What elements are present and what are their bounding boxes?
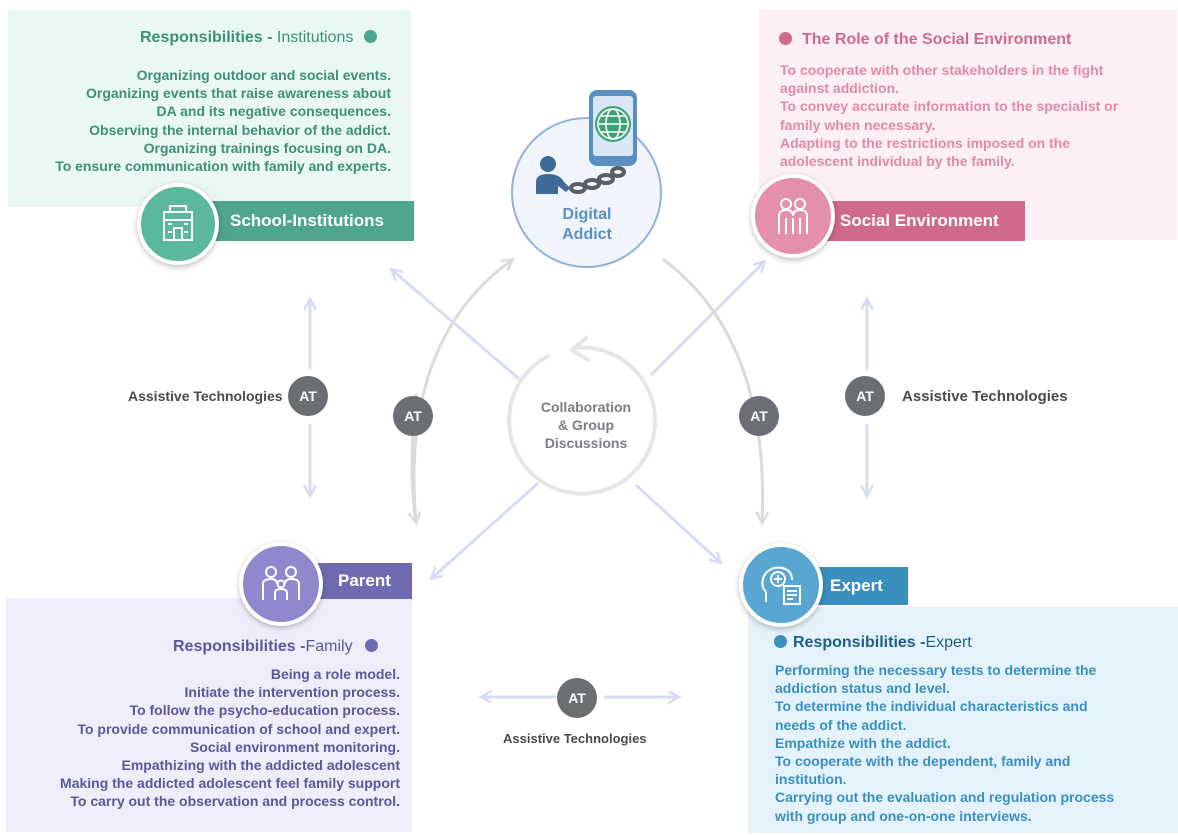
social-role-list: To cooperate with other stakeholders in …: [780, 61, 1118, 170]
list-item: To follow the psycho-education process.: [129, 702, 400, 719]
globe-icon: [595, 106, 631, 142]
family-responsibility-list: Being a role model. Initiate the interve…: [60, 665, 400, 811]
school-institutions-label-text: School-Institutions: [230, 211, 384, 230]
family-heading-light: Family: [305, 638, 353, 655]
family-responsibilities-heading: Responsibilities -Family: [173, 638, 379, 656]
at-badge-right: AT: [845, 376, 885, 416]
list-item: Performing the necessary tests to determ…: [775, 662, 1097, 678]
list-item: To provide communication of school and e…: [77, 720, 400, 737]
expert-label-text: Expert: [830, 576, 883, 595]
list-item: To cooperate with the dependent, family …: [775, 753, 1071, 770]
school-building-icon: [137, 183, 219, 265]
at-badge-left: AT: [288, 376, 328, 416]
school-heading-bold: Responsibilities -: [140, 29, 273, 46]
parent-label-text: Parent: [338, 571, 391, 590]
list-item: needs of the addict.: [775, 716, 907, 733]
list-item: Organizing events that raise awareness a…: [86, 85, 391, 102]
at-badge-text: AT: [750, 408, 768, 424]
list-item: with group and one-on-one interviews.: [775, 807, 1032, 824]
collaboration-line1: Collaboration: [540, 399, 632, 415]
people-group-icon: [751, 174, 835, 258]
expert-responsibilities-heading: Responsibilities -Expert: [774, 634, 972, 652]
list-item: family when necessary.: [780, 116, 936, 133]
list-item: Carrying out the evaluation and regulati…: [775, 789, 1115, 806]
at-badge-text: AT: [856, 388, 874, 404]
list-item: To carry out the observation and process…: [70, 793, 400, 810]
expert-responsibility-list: Performing the necessary tests to determ…: [775, 661, 1114, 825]
at-badge-text: AT: [404, 408, 422, 424]
list-item: Adapting to the restrictions imposed on …: [780, 134, 1071, 151]
list-item: To determine the individual characterist…: [775, 698, 1088, 715]
social-role-heading: The Role of the Social Environment: [779, 31, 1071, 49]
expert-heading-bold: Responsibilities -: [793, 634, 926, 651]
collaboration-label: Collaboration & Group Discussions: [520, 398, 652, 452]
list-item: against addiction.: [780, 80, 900, 97]
list-item: DA and its negative consequences.: [156, 103, 391, 120]
list-item: adolescent individual by the family.: [780, 153, 1015, 170]
list-item: addiction status and level.: [775, 680, 951, 697]
list-item: Social environment monitoring.: [189, 738, 400, 755]
digital-addict-label: Digital Addict: [540, 205, 634, 245]
list-item: Being a role model.: [270, 666, 400, 682]
expert-dot-icon: [774, 635, 787, 648]
school-responsibilities-panel: [8, 10, 411, 207]
list-item: Observing the internal behavior of the a…: [89, 121, 391, 138]
list-item: Empathize with the addict.: [775, 734, 951, 751]
school-responsibilities-heading: Responsibilities - Institutions: [140, 29, 377, 47]
expert-responsibilities-panel: [748, 607, 1178, 833]
list-item: To ensure communication with family and …: [55, 158, 391, 175]
at-badge-text: AT: [568, 690, 586, 706]
list-item: To convey accurate information to the sp…: [780, 98, 1119, 115]
smartphone-icon: [589, 90, 637, 166]
list-item: institution.: [775, 771, 847, 788]
at-badge-inner-right: AT: [739, 396, 779, 436]
parent-family-icon: [239, 542, 323, 626]
list-item: Empathizing with the addicted adolescent: [121, 757, 400, 774]
list-item: Organizing outdoor and social events.: [136, 67, 391, 83]
assistive-technologies-label-bottom: Assistive Technologies: [503, 731, 647, 746]
assistive-technologies-label-right: Assistive Technologies: [902, 388, 1068, 405]
list-item: Initiate the intervention process.: [184, 684, 401, 701]
social-dot-icon: [779, 32, 792, 45]
family-responsibilities-panel: [6, 598, 412, 832]
at-badge-text: AT: [299, 388, 317, 404]
collaboration-line2: & Group: [558, 417, 614, 433]
digital-addict-line2: Addict: [562, 226, 612, 243]
expert-heading-light: Expert: [925, 634, 972, 651]
social-heading-text: The Role of the Social Environment: [802, 31, 1072, 48]
social-environment-label-text: Social Environment: [840, 211, 999, 230]
chained-person-icon: [536, 156, 626, 194]
at-badge-bottom: AT: [557, 678, 597, 718]
list-item: Making the addicted adolescent feel fami…: [60, 775, 400, 792]
school-responsibility-list: Organizing outdoor and social events. Or…: [55, 66, 391, 175]
school-heading-light: Institutions: [272, 29, 354, 46]
list-item: To cooperate with other stakeholders in …: [780, 62, 1104, 78]
family-heading-bold: Responsibilities -: [173, 638, 306, 655]
social-environment-label: Social Environment: [808, 201, 1025, 241]
list-item: Organizing trainings focusing on DA.: [143, 139, 391, 156]
school-institutions-label: School-Institutions: [196, 201, 414, 241]
at-badge-inner-left: AT: [393, 396, 433, 436]
family-dot-icon: [365, 639, 379, 652]
digital-addict-line1: Digital: [562, 206, 612, 223]
expert-head-icon: [739, 543, 823, 627]
assistive-technologies-label-left: Assistive Technologies: [128, 388, 283, 404]
school-dot-icon: [363, 30, 377, 43]
collaboration-line3: Discussions: [544, 435, 628, 451]
